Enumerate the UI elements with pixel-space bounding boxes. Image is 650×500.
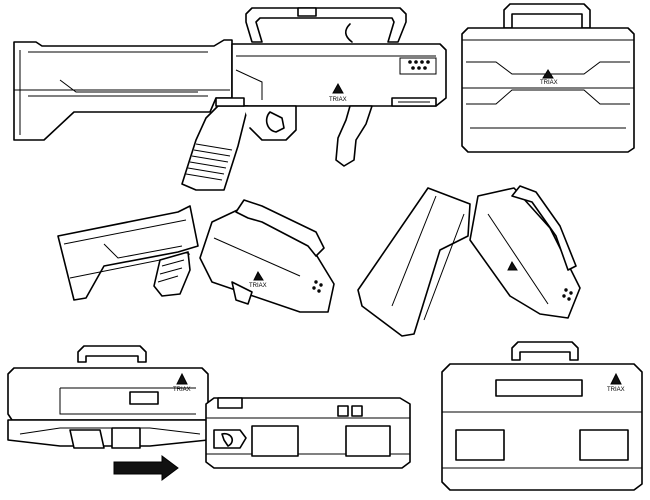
vent-holes [408, 60, 430, 70]
svg-text:TRIAX: TRIAX [607, 387, 625, 393]
carry-handle [245, 7, 407, 43]
svg-text:TRIAX: TRIAX [249, 283, 267, 289]
stock-tilted [57, 205, 199, 301]
triax-logo-3: TRIAX [249, 270, 267, 289]
unfolding-view-left: TRIAX [57, 199, 335, 313]
body-angled [469, 187, 581, 319]
pistol-grip [181, 105, 249, 191]
svg-text:TRIAX: TRIAX [540, 80, 558, 86]
fore-grip [335, 105, 373, 167]
vent-holes [312, 280, 323, 293]
right-arrow-icon [113, 455, 179, 481]
case-handle-large [511, 341, 579, 361]
triax-logo-2: TRIAX [540, 69, 558, 86]
svg-text:TRIAX: TRIAX [329, 97, 347, 103]
transformation-sequence-view: TRIAX [7, 345, 411, 481]
side-view-unfolded: TRIAX [13, 7, 447, 191]
triax-logo-6: TRIAX [607, 372, 625, 393]
case-handle-bottom [77, 345, 147, 363]
triax-logo-5: TRIAX [173, 372, 191, 393]
svg-text:TRIAX: TRIAX [173, 387, 191, 393]
closed-case-large-view: TRIAX [441, 341, 643, 491]
stock-folded [357, 187, 471, 337]
case-half-top [7, 367, 209, 421]
triax-logo-4 [507, 260, 518, 271]
charging-hook [344, 23, 353, 43]
case-handle [503, 3, 591, 29]
unfolding-view-right [357, 185, 581, 337]
triax-logo-1: TRIAX [329, 82, 347, 103]
vent-holes [562, 288, 573, 301]
closed-case-front-view: TRIAX [461, 3, 635, 153]
